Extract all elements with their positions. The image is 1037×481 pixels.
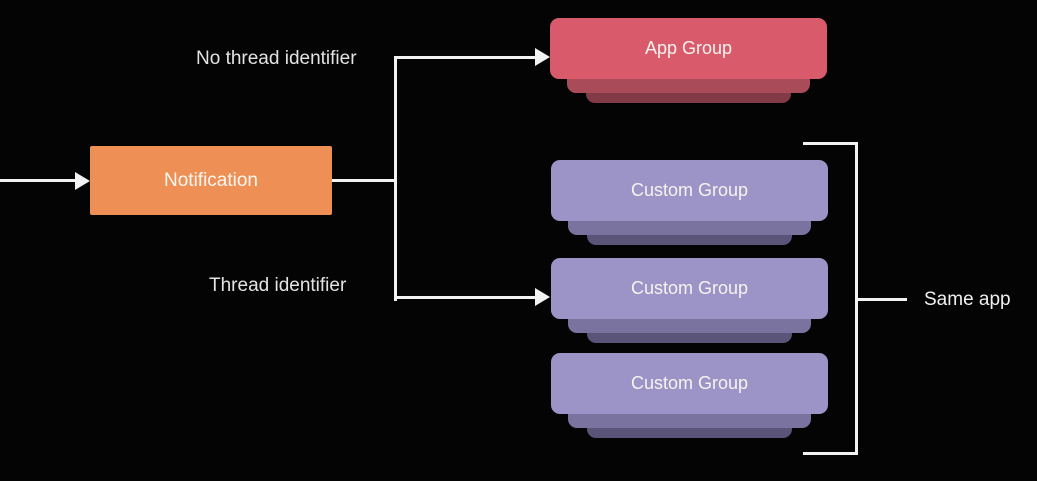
incoming-arrowhead-icon <box>75 172 90 190</box>
branch-vertical-line <box>394 56 397 301</box>
node-custom-group-3: Custom Group <box>551 353 828 439</box>
same-app-label: Same app <box>924 289 1011 310</box>
node-custom-group-2-label: Custom Group <box>630 278 749 298</box>
node-custom-group-1-card: Custom Group <box>551 160 828 221</box>
node-custom-group-1: Custom Group <box>551 160 828 246</box>
same-app-bracket-bottom-arm <box>803 452 858 455</box>
node-custom-group-1-label: Custom Group <box>630 180 749 200</box>
node-custom-group-3-card: Custom Group <box>551 353 828 414</box>
notification-branch-connector-line <box>332 179 397 182</box>
no-thread-arrowhead-icon <box>535 48 550 66</box>
node-app-group: App Group <box>550 18 827 104</box>
node-notification: Notification <box>90 146 332 215</box>
no-thread-branch-line <box>394 56 537 59</box>
incoming-connector-line <box>0 179 77 182</box>
node-app-group-label: App Group <box>644 38 733 58</box>
node-custom-group-3-label: Custom Group <box>630 373 749 393</box>
node-custom-group-2-card: Custom Group <box>551 258 828 319</box>
thread-branch-line <box>394 296 537 299</box>
node-custom-group-2: Custom Group <box>551 258 828 344</box>
no-thread-identifier-label: No thread identifier <box>196 48 357 69</box>
thread-arrowhead-icon <box>535 288 550 306</box>
same-app-bracket-top-arm <box>803 142 858 145</box>
node-app-group-card: App Group <box>550 18 827 79</box>
same-app-bracket-tick <box>855 298 907 301</box>
node-notification-label: Notification <box>164 169 258 191</box>
thread-identifier-label: Thread identifier <box>209 275 347 296</box>
